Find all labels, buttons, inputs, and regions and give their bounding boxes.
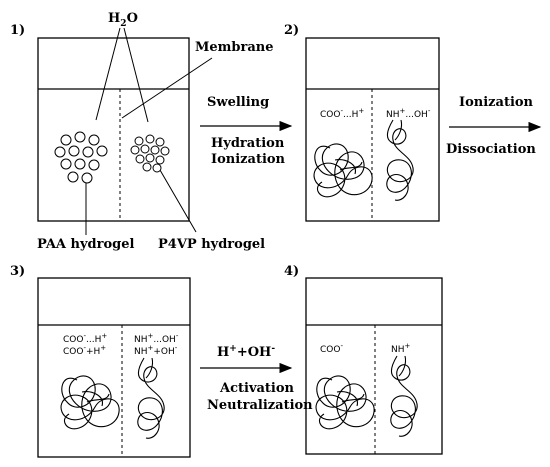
paa-beads <box>54 131 108 184</box>
p3-p4vp-coil <box>137 357 165 439</box>
membrane-pointer <box>121 57 213 119</box>
p4vp-beads <box>130 134 170 173</box>
p2-right-chem: NH+...OH- <box>386 107 431 120</box>
panel-3-container <box>37 277 191 458</box>
p3-left-chem-1: COO-...H+ <box>63 332 107 345</box>
panel-label-1: 1) <box>10 23 25 38</box>
panel-4-container <box>305 277 443 455</box>
ions-label: H++OH- <box>217 344 275 360</box>
p3-paa-coil <box>60 375 120 430</box>
neutralization-label: Neutralization <box>207 398 313 413</box>
panel-label-2: 2) <box>284 23 299 38</box>
p4-paa-coil <box>315 375 375 430</box>
panel-label-3: 3) <box>10 264 25 279</box>
arrow-3: H++OH- Activation Neutralization <box>200 344 313 413</box>
membrane-label: Membrane <box>195 40 274 55</box>
p2-left-chem: COO-...H+ <box>320 107 364 120</box>
arrow-1: Swelling Hydration Ionization <box>200 95 293 167</box>
paa-label: PAA hydrogel <box>37 237 135 252</box>
panel-2-container <box>305 37 440 222</box>
p3-right-chem-2: NH++OH- <box>134 344 178 357</box>
panel-3: COO-...H+ COO-+H+ NH+...OH- NH++OH- <box>37 277 191 458</box>
p2-p4vp-coil <box>386 119 414 201</box>
p3-left-chem-2: COO-+H+ <box>63 344 106 357</box>
ionization-label-b: Ionization <box>459 95 534 110</box>
ionization-label-a: Ionization <box>211 152 286 167</box>
panel-2: COO-...H+ NH+...OH- <box>305 37 440 222</box>
panel-label-4: 4) <box>284 264 299 279</box>
p4-p4vp-coil <box>390 355 418 437</box>
hydration-label: Hydration <box>211 136 285 151</box>
panel-1: H2O Membrane <box>37 11 274 252</box>
arrow-2: Ionization Dissociation <box>446 95 542 157</box>
activation-label: Activation <box>219 381 295 396</box>
p3-right-chem-1: NH+...OH- <box>134 332 179 345</box>
p2-paa-coil <box>313 143 373 198</box>
p4-right-chem: NH+ <box>391 342 411 355</box>
p4-left-chem: COO- <box>320 342 343 355</box>
water-pointer-left <box>95 27 121 121</box>
panel-4: COO- NH+ <box>305 277 443 455</box>
water-pointer-right <box>123 27 149 123</box>
panel-1-container <box>37 37 190 222</box>
water-label: H2O <box>108 11 138 29</box>
swelling-label: Swelling <box>207 95 269 110</box>
p4vp-pointer <box>159 169 197 233</box>
p4vp-label: P4VP hydrogel <box>158 237 265 252</box>
dissociation-label: Dissociation <box>446 142 536 157</box>
